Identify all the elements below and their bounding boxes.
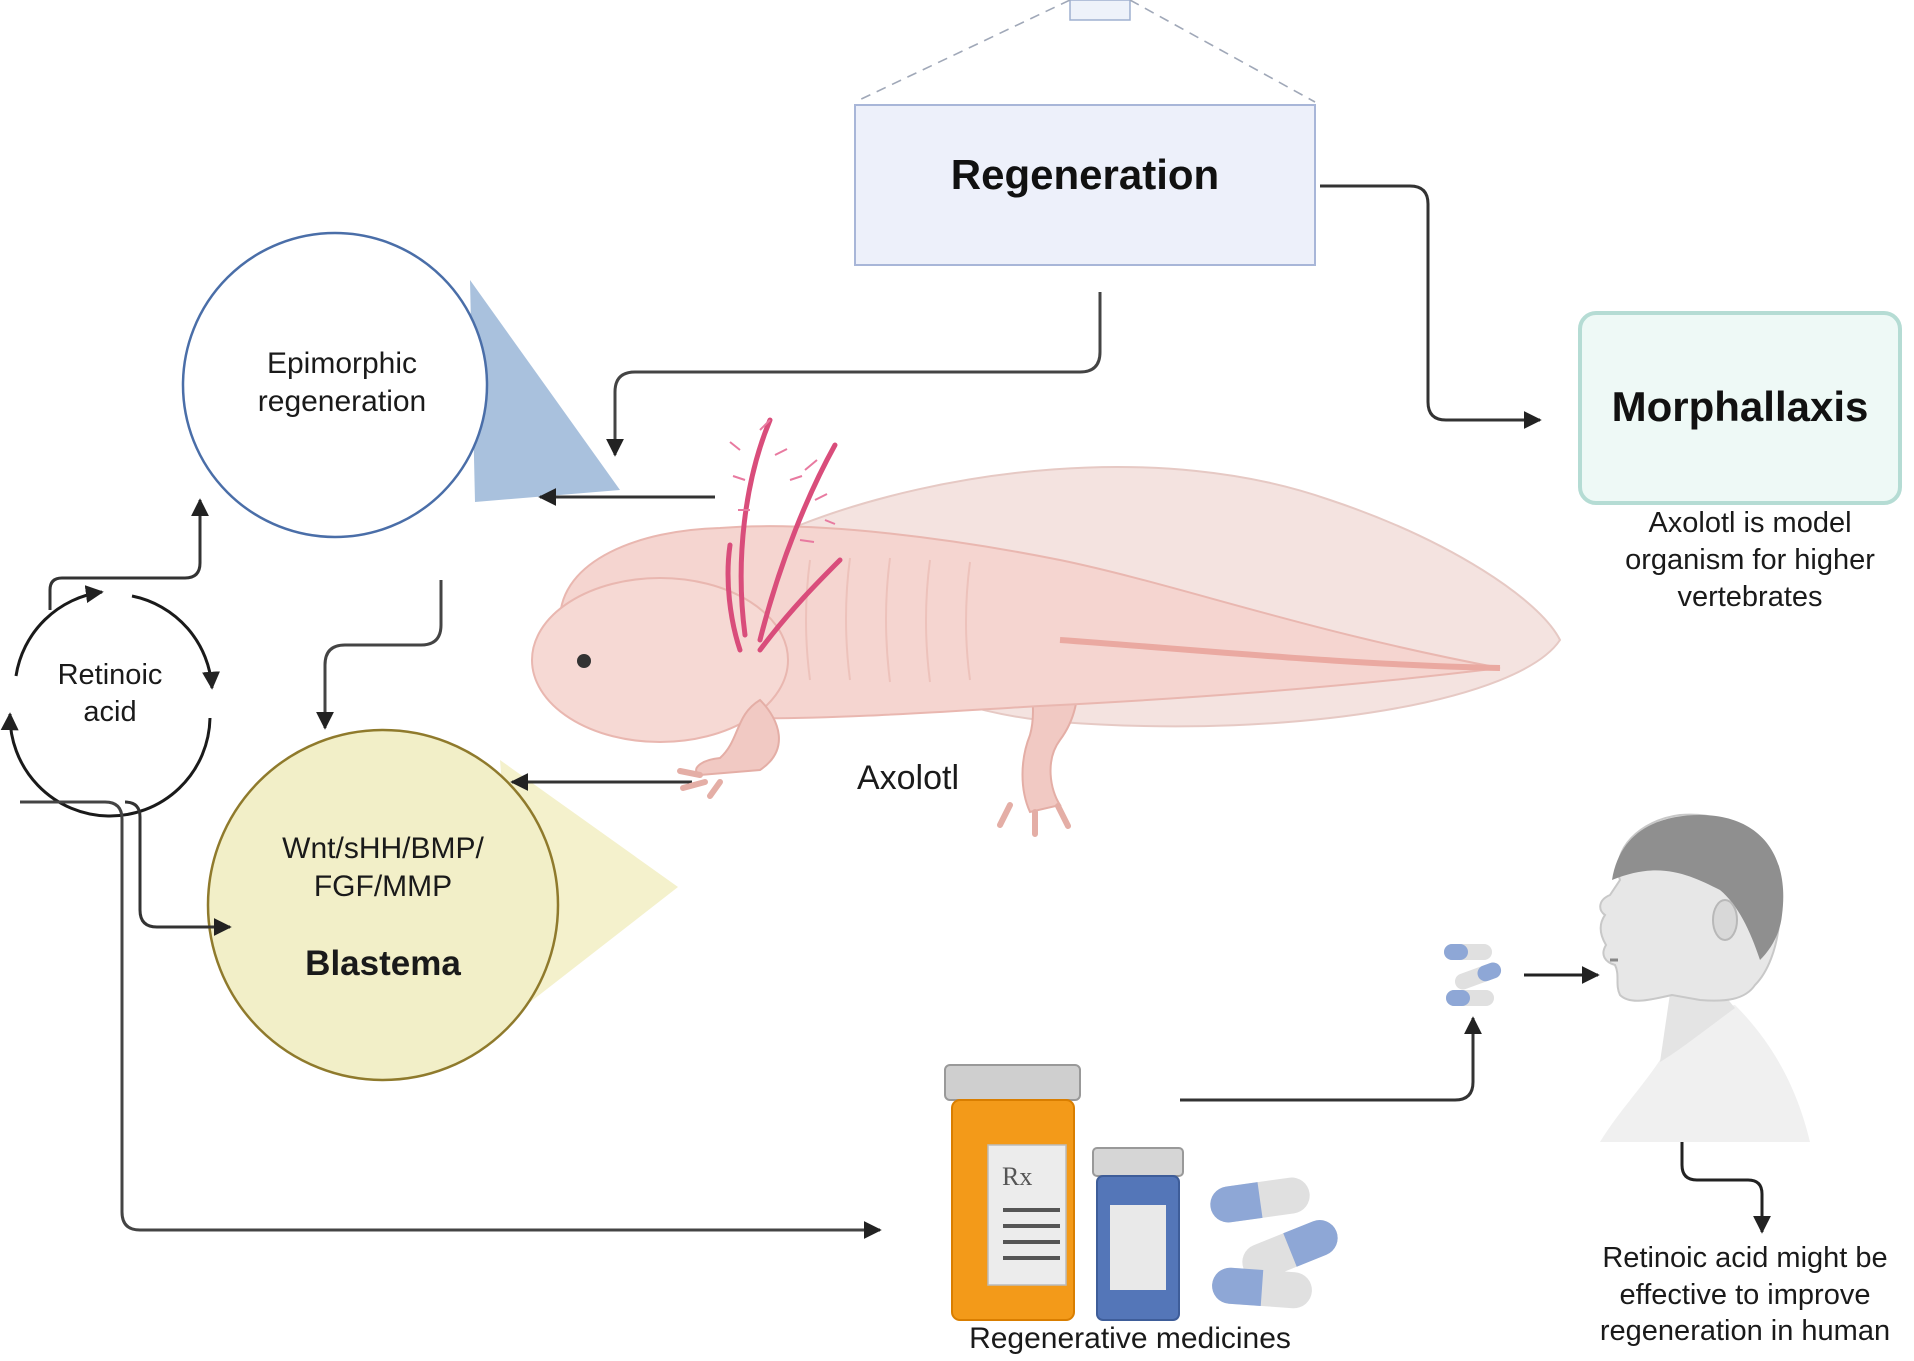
pill-bottle-icon bbox=[944, 1064, 1184, 1321]
morphallaxis-note-line-1: Axolotl is model bbox=[1648, 507, 1852, 539]
morphallaxis-note: Axolotl is model organism for higher ver… bbox=[1580, 505, 1914, 616]
epimorphic-circle bbox=[181, 231, 489, 539]
epimorphic-label-line-1: Epimorphic bbox=[266, 347, 418, 380]
epimorphic-label: Epimorphic regeneration bbox=[212, 345, 472, 422]
arrow-regen-morph bbox=[1320, 184, 1542, 429]
human-note-line-1: Retinoic acid might be bbox=[1602, 1242, 1888, 1274]
arrow-medicines-pills bbox=[1180, 1016, 1482, 1102]
retinoic-acid-cycle bbox=[0, 585, 220, 818]
retinoic-acid-label: Retinoic acid bbox=[20, 657, 200, 731]
retinoic-acid-line-2: acid bbox=[83, 696, 137, 729]
arrow-regen-epi bbox=[606, 292, 1102, 457]
capsule-icon bbox=[1210, 1177, 1338, 1309]
medicines-label: Regenerative medicines bbox=[969, 1322, 1291, 1355]
morphallaxis-box bbox=[1578, 311, 1902, 505]
epimorphic-label-line-2: regeneration bbox=[257, 385, 427, 419]
zoom-projection bbox=[854, 0, 1316, 103]
morphallaxis-note-line-2: organism for higher bbox=[1625, 544, 1875, 577]
blastema-genes: Wnt/sHH/BMP/ FGF/MMP bbox=[228, 830, 538, 907]
blastema-genes-line-2: FGF/MMP bbox=[313, 870, 453, 904]
axolotl-label: Axolotl bbox=[856, 759, 960, 797]
blastema-circle bbox=[206, 728, 560, 1082]
blastema-title: Blastema bbox=[305, 944, 461, 983]
regeneration-title: Regeneration bbox=[950, 151, 1220, 198]
morphallaxis-title: Morphallaxis bbox=[1611, 383, 1869, 430]
arrow-ra-epi bbox=[48, 498, 209, 610]
rx-symbol: Rx bbox=[1002, 1162, 1032, 1191]
axolotl-illustration bbox=[531, 417, 1562, 837]
arrow-ra-medicines bbox=[20, 800, 882, 1239]
morphallaxis-note-line-3: vertebrates bbox=[1677, 581, 1823, 614]
arrow-ra-blastema bbox=[124, 800, 232, 936]
arrow-human-note bbox=[1680, 1135, 1771, 1234]
arrow-epi-blastema bbox=[316, 580, 443, 730]
human-head-icon bbox=[1599, 813, 1810, 1142]
small-capsules-icon bbox=[1444, 944, 1502, 1006]
retinoic-acid-line-1: Retinoic bbox=[57, 659, 163, 691]
human-note-line-2: effective to improve bbox=[1619, 1278, 1871, 1311]
regeneration-box bbox=[854, 104, 1316, 266]
arrows bbox=[20, 184, 1771, 1239]
blastema-genes-line-1: Wnt/sHH/BMP/ bbox=[282, 832, 484, 865]
human-note-line-3: regeneration in human bbox=[1599, 1315, 1891, 1348]
human-note: Retinoic acid might be effective to impr… bbox=[1560, 1240, 1914, 1350]
epimorphic-wedge bbox=[470, 280, 620, 502]
